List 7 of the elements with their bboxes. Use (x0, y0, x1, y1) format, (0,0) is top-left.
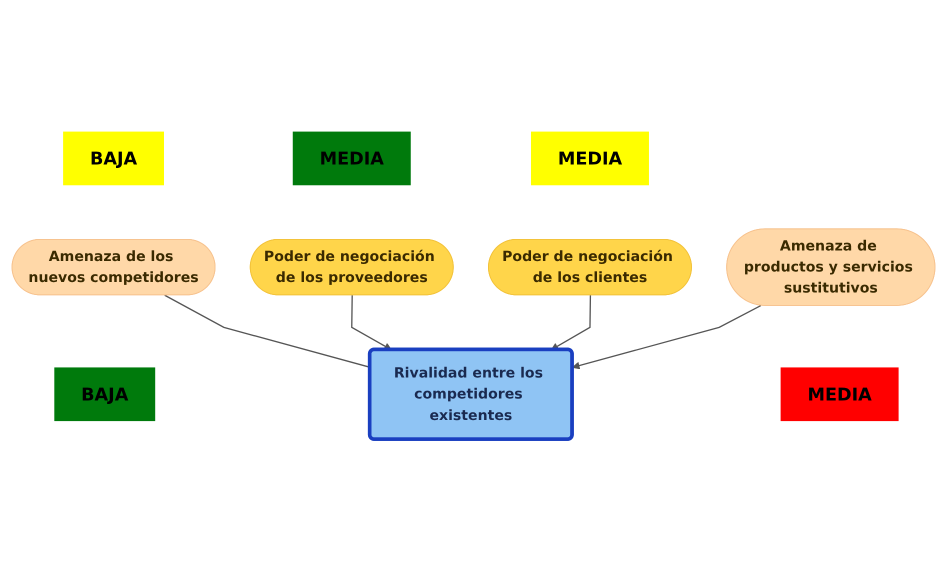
node-box: MEDIA (292, 132, 411, 186)
node-box: MEDIA (530, 132, 649, 186)
node-box: MEDIA (780, 367, 899, 421)
node-box: BAJA (54, 367, 156, 421)
arrow (572, 304, 762, 370)
connector (164, 294, 370, 368)
node-box: BAJA (63, 132, 164, 186)
